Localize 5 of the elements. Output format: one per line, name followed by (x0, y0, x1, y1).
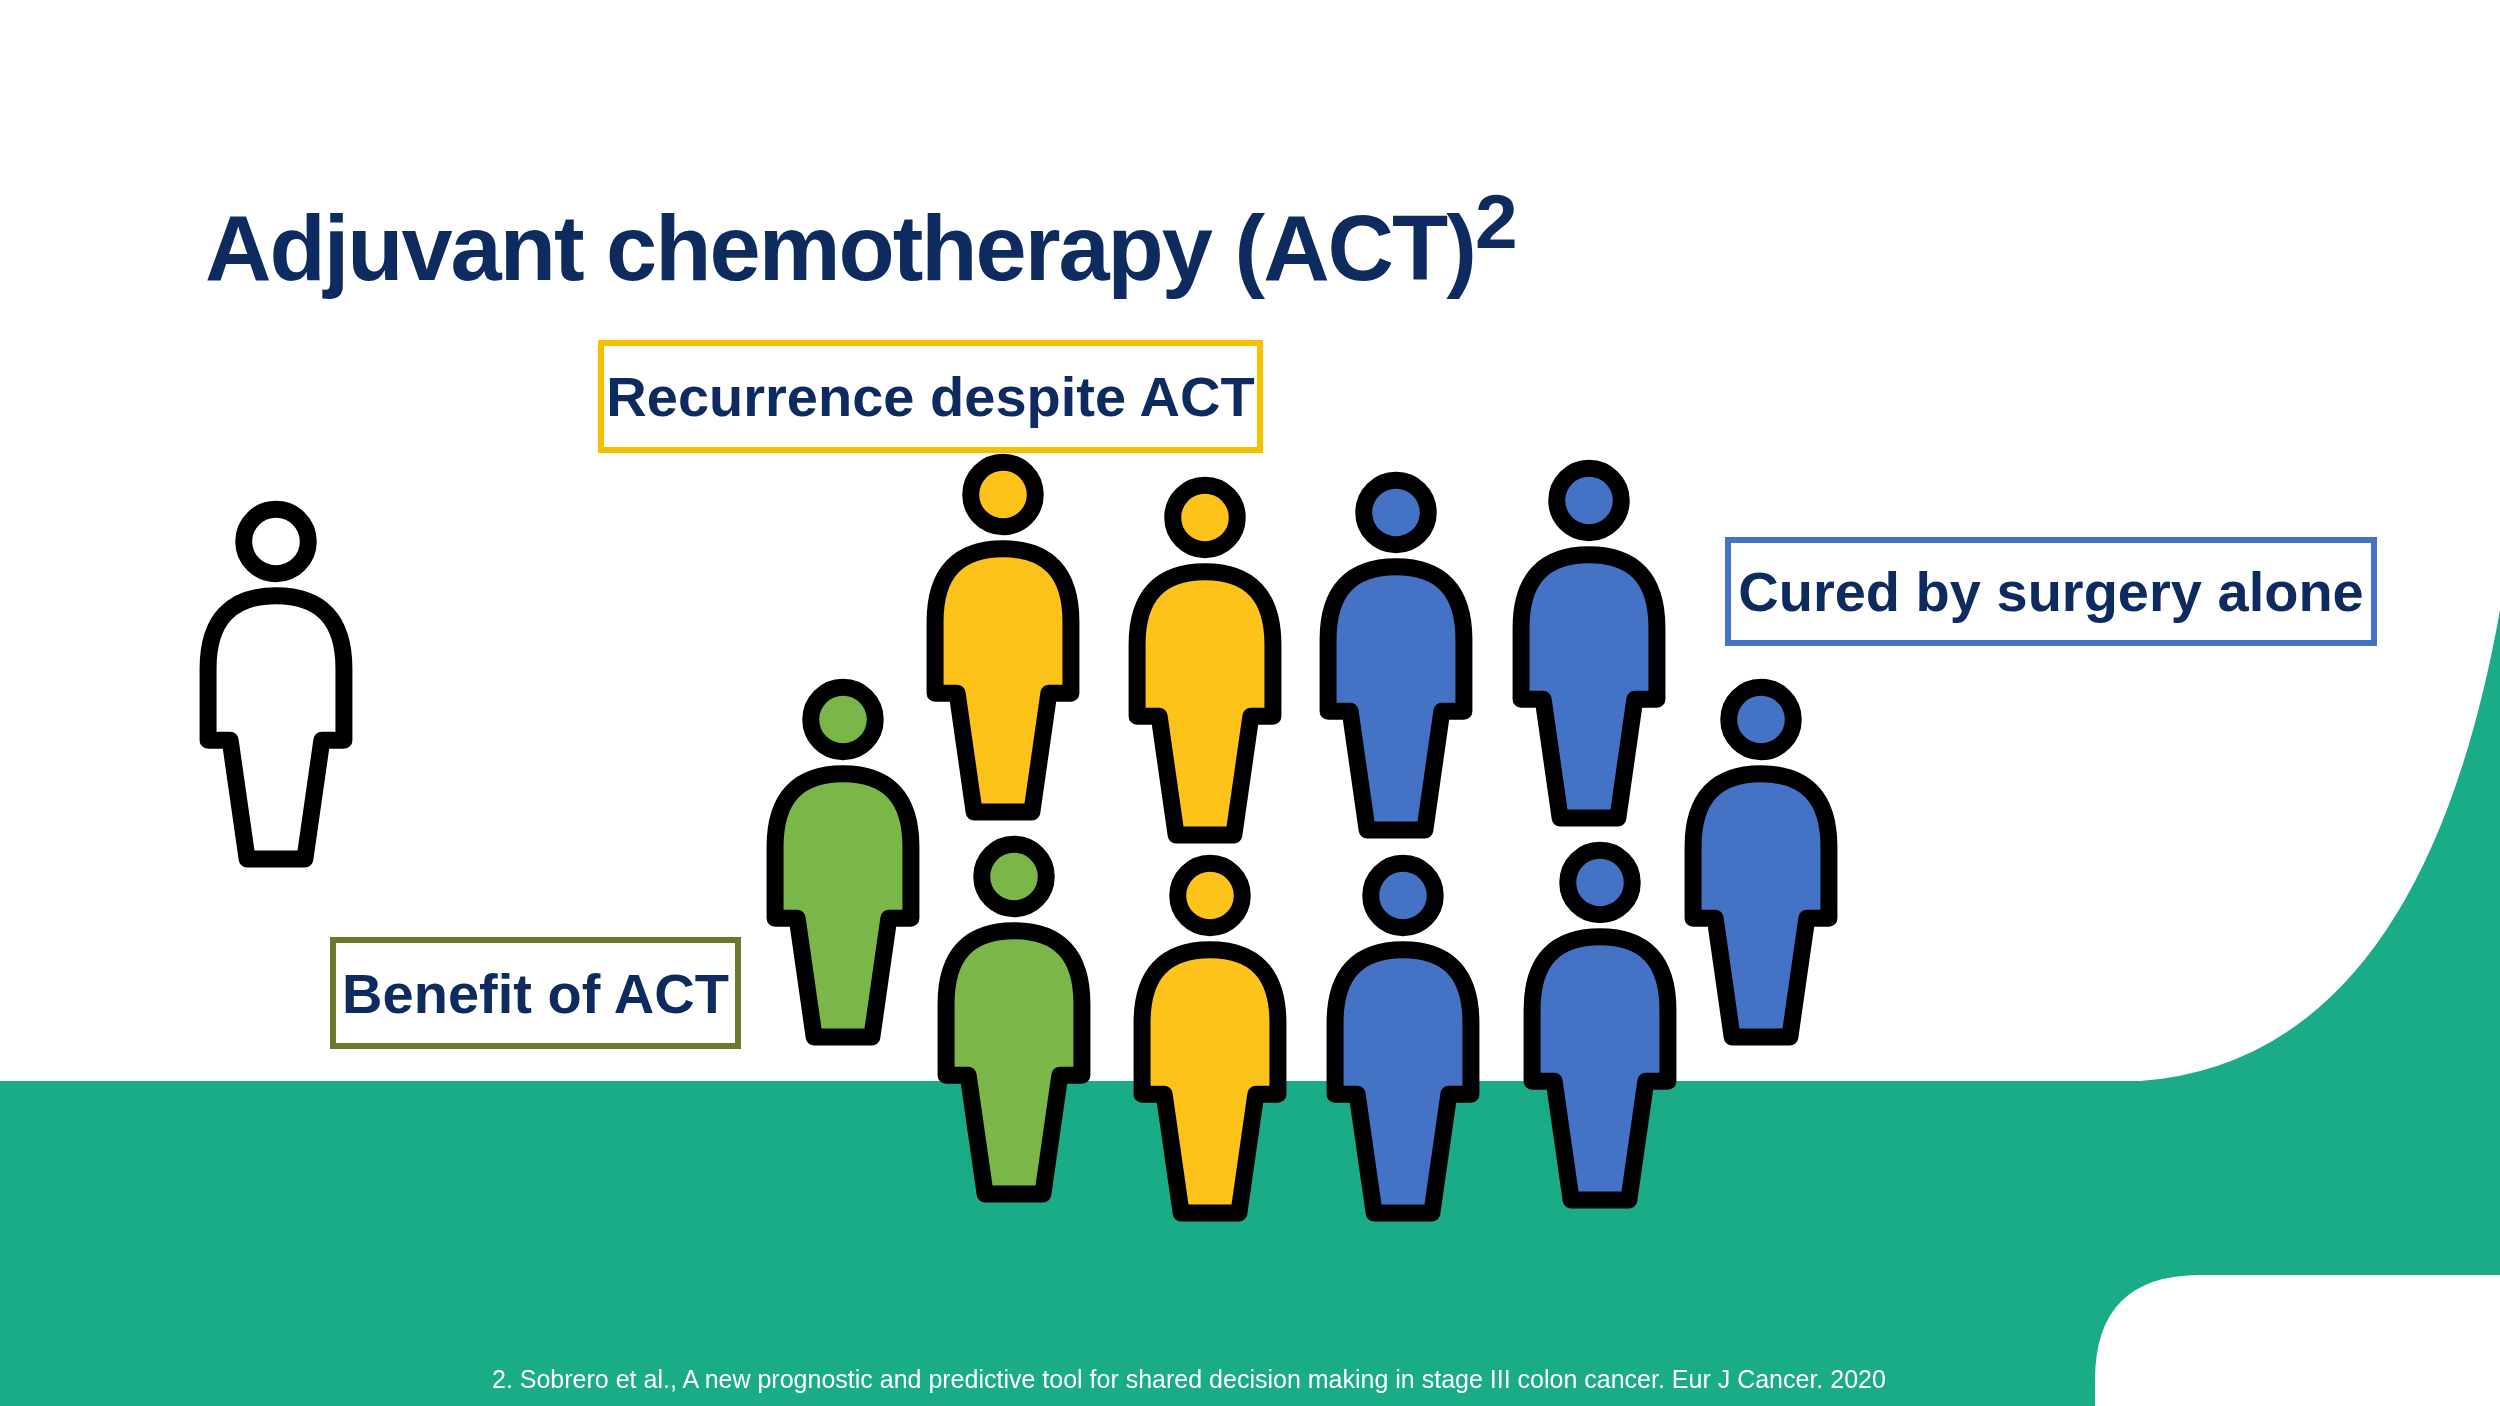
slide-title: Adjuvant chemotherapy (ACT)$^{2}$ (205, 178, 1516, 301)
label-box: Benefit of ACT (330, 937, 741, 1049)
reference-footnote: 2. Sobrero et al., A new prognostic and predictive tool for shared decision making in stage III colon cancer. Eur J Cancer. 2020 (492, 1365, 1886, 1394)
label-box: Recurrence despite ACT (598, 340, 1263, 453)
label-box: Cured by surgery alone (1725, 537, 2377, 646)
